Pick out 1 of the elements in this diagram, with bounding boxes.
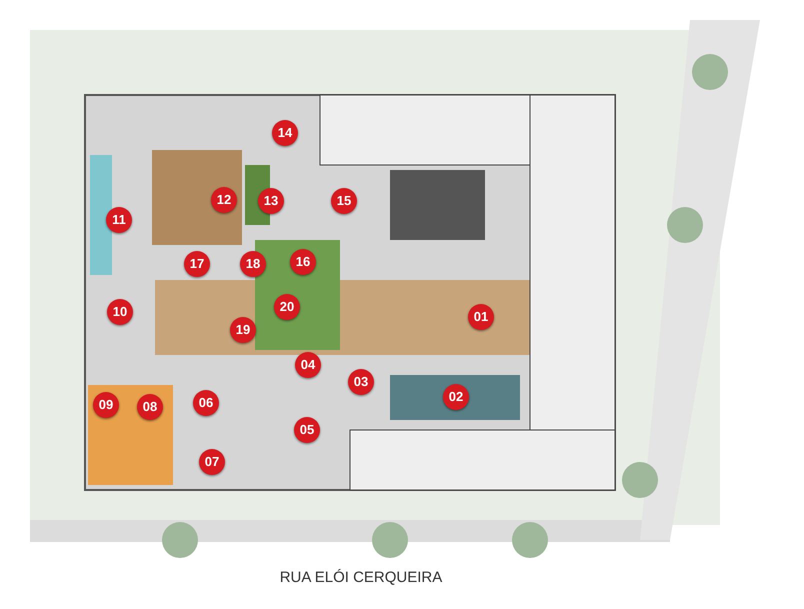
street-name: RUA ELÓI CERQUEIRA — [280, 569, 442, 586]
